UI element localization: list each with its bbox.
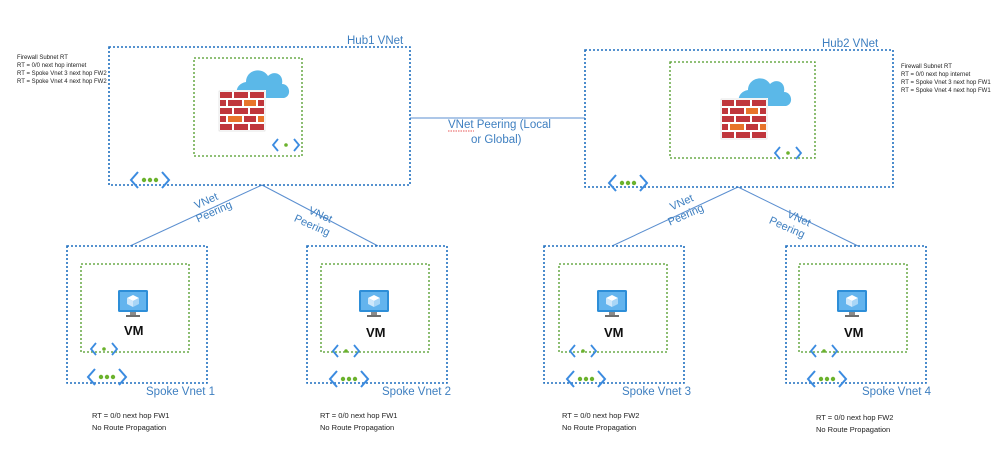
spoke-vnet-1: VM Spoke Vnet 1 RT = 0/0 next hop FW1 No… [66,245,215,432]
spoke1-vnet-endpoint-icon [86,368,128,386]
hub2-vnet: Hub2 VNet Firewall Subnet RT RT = 0/0 ne… [584,38,991,192]
hub1-rt-line-3: RT = Spoke Vnet 3 next hop FW2 [17,71,107,77]
hub1-firewall-subnet [193,57,303,157]
hub2-firewall-subnet [669,61,816,159]
spoke4-vm-icon [837,290,867,317]
spoke2-rt: RT = 0/0 next hop FW1 [320,411,397,420]
peering-line-hub1-spoke1 [129,184,263,247]
spoke2-vm-icon [359,290,389,317]
spoke2-vm-label: VM [366,325,386,340]
peering-lines [129,117,859,247]
hub2-rt-line-4: RT = Spoke Vnet 4 next hop FW1 [901,88,991,94]
spoke1-vnet-border [66,245,208,384]
hub1-vnet-border [108,46,411,186]
spoke1-vm-icon [118,290,148,317]
spoke2-subnet-endpoint-icon [331,344,361,358]
hub2-rt-line-3: RT = Spoke Vnet 3 next hop FW1 [901,80,991,86]
hub1-rt-line-2: RT = 0/0 next hop internet [17,63,87,69]
hub2-rt-line-2: RT = 0/0 next hop internet [901,72,971,78]
spoke1-propagation: No Route Propagation [92,423,166,432]
hub-peering-label-line1: VNet Peering (Local [448,119,551,131]
spoke3-vnet-endpoint-icon [565,370,607,388]
spoke4-vnet-border [785,245,927,384]
spoke3-subnet [558,263,668,353]
hub1-rt-line-4: RT = Spoke Vnet 4 next hop FW2 [17,79,107,85]
hub1-subnet-endpoint-icon [271,138,301,152]
spoke3-rt: RT = 0/0 next hop FW2 [562,411,639,420]
spoke2-propagation: No Route Propagation [320,423,394,432]
spoke2-label: Spoke Vnet 2 [382,386,451,398]
spoke1-subnet [80,263,190,353]
hub2-vnet-label: Hub2 VNet [822,38,879,50]
hub2-route-table-note: Firewall Subnet RT RT = 0/0 next hop int… [901,64,991,94]
hub1-vnet: Hub1 VNet Firewall Subnet RT RT = 0/0 ne… [17,35,411,189]
hub2-firewall-icon [719,77,792,141]
hub2-vnet-endpoint-icon [607,174,649,192]
hub-peering-label: VNet Peering (Local or Global) [448,119,551,146]
spoke4-vnet-endpoint-icon [806,370,848,388]
spoke1-subnet-endpoint-icon [89,342,119,356]
spoke-vnet-3: VM Spoke Vnet 3 RT = 0/0 next hop FW2 No… [543,245,691,432]
spoke-vnet-4: VM Spoke Vnet 4 RT = 0/0 next hop FW2 No… [785,245,932,434]
spoke1-label: Spoke Vnet 1 [146,386,215,398]
spoke2-subnet [320,263,430,353]
spoke4-vm-label: VM [844,325,864,340]
hub1-vnet-endpoint-icon [129,171,171,189]
spoke4-subnet [798,263,908,353]
spoke4-label: Spoke Vnet 4 [862,386,932,398]
spoke3-propagation: No Route Propagation [562,423,636,432]
peering-line-hub1-spoke2 [261,184,379,247]
spoke3-label: Spoke Vnet 3 [622,386,691,398]
spoke1-rt: RT = 0/0 next hop FW1 [92,411,169,420]
hub2-subnet-endpoint-icon [773,146,803,160]
spoke3-vm-icon [597,290,627,317]
hub1-vnet-label: Hub1 VNet [347,35,404,47]
spoke2-vnet-border [306,245,448,384]
hub-peering-label-line2: or Global) [471,134,522,146]
hub2-rt-line-1: Firewall Subnet RT [901,64,952,70]
hub1-route-table-note: Firewall Subnet RT RT = 0/0 next hop int… [17,55,107,85]
spoke3-vm-label: VM [604,325,624,340]
spoke4-propagation: No Route Propagation [816,425,890,434]
peering-line-hub2-spoke3 [611,186,739,247]
spoke2-vnet-endpoint-icon [328,370,370,388]
spoke4-subnet-endpoint-icon [809,344,839,358]
peering-line-hub2-spoke4 [737,186,859,247]
spoke3-vnet-border [543,245,685,384]
spoke-vnet-2: VM Spoke Vnet 2 RT = 0/0 next hop FW1 No… [306,245,451,432]
spoke-peering-labels: VNet Peering VNet Peering VNet Peering V… [193,191,813,241]
spoke1-vm-label: VM [124,323,144,338]
hub2-vnet-border [584,49,894,188]
spoke3-subnet-endpoint-icon [568,344,598,358]
hub1-firewall-icon [217,69,290,133]
hub1-rt-line-1: Firewall Subnet RT [17,55,68,61]
spoke4-rt: RT = 0/0 next hop FW2 [816,413,893,422]
